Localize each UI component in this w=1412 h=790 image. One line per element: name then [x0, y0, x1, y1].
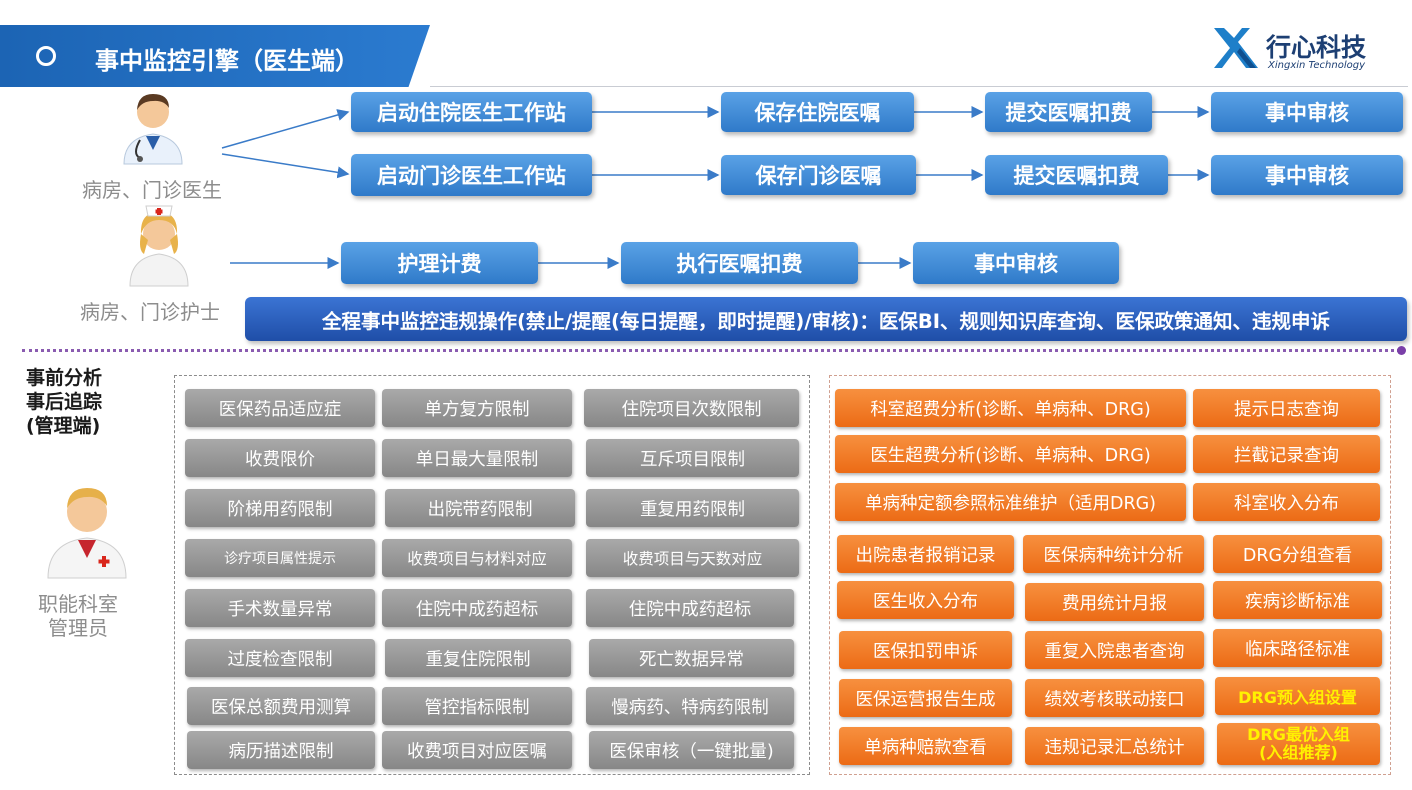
- title-banner-background: [0, 25, 430, 87]
- rule-box: 医保总额费用测算: [187, 687, 375, 725]
- analysis-box: 医保病种统计分析: [1023, 535, 1204, 573]
- section-label-line3: (管理端): [26, 415, 101, 437]
- section-label-line1: 事前分析: [26, 367, 103, 389]
- flow-audit-3: 事中审核: [913, 242, 1119, 284]
- section-label-line2: 事后追踪: [26, 391, 103, 413]
- section-label: 事前分析 事后追踪 (管理端): [26, 366, 102, 438]
- nurse-icon: [129, 205, 189, 287]
- circle-icon: [36, 46, 56, 66]
- analysis-box: 拦截记录查询: [1193, 435, 1380, 473]
- analysis-box: 科室收入分布: [1193, 483, 1380, 521]
- analysis-box: 医生超费分析(诊断、单病种、DRG): [835, 435, 1186, 473]
- company-logo: 行心科技 Xingxin Technology: [1210, 22, 1400, 77]
- analysis-box-highlight: DRG预入组设置: [1215, 677, 1380, 715]
- rule-box: 慢病药、特病药限制: [586, 687, 794, 725]
- analysis-box: 违规记录汇总统计: [1025, 727, 1204, 765]
- rule-box: 诊疗项目属性提示: [185, 539, 375, 577]
- title-rule: [430, 86, 1408, 87]
- analysis-box-highlight: DRG最优入组 (入组推荐): [1217, 723, 1380, 765]
- flow-audit-1: 事中审核: [1211, 92, 1403, 132]
- section-divider: [22, 349, 1400, 352]
- rule-box: 单日最大量限制: [382, 439, 572, 477]
- analysis-box: 单病种赔款查看: [839, 727, 1012, 765]
- admin-doctor-icon: [47, 488, 127, 579]
- flow-start-inpatient: 启动住院医生工作站: [351, 92, 592, 132]
- analysis-box: 医生收入分布: [837, 581, 1014, 619]
- rule-box: 过度检查限制: [185, 639, 375, 677]
- analysis-box: 疾病诊断标准: [1213, 581, 1382, 619]
- rule-box: 重复用药限制: [586, 489, 799, 527]
- monitoring-banner: 全程事中监控违规操作(禁止/提醒(每日提醒，即时提醒)/审核)：医保BI、规则知…: [245, 297, 1407, 341]
- arrow-doctor-row1: [221, 109, 350, 149]
- analysis-box: 费用统计月报: [1025, 583, 1204, 621]
- nurse-label: 病房、门诊护士: [80, 300, 220, 324]
- rule-box: 收费限价: [185, 439, 375, 477]
- flow-save-inpatient-order: 保存住院医嘱: [721, 92, 914, 132]
- rule-box: 住院中成药超标: [586, 589, 794, 627]
- flow-nursing-charge: 护理计费: [341, 242, 538, 284]
- rule-box: 互斥项目限制: [586, 439, 799, 477]
- analysis-box: 重复入院患者查询: [1025, 631, 1204, 669]
- page-title: 事中监控引擎（医生端）: [95, 47, 359, 75]
- rule-box: 住院项目次数限制: [584, 389, 799, 427]
- rules-panel: [174, 375, 810, 775]
- rule-box: 出院带药限制: [385, 489, 575, 527]
- xingxin-logo-icon: [1214, 28, 1258, 68]
- analysis-box: 医保扣罚申诉: [839, 631, 1012, 669]
- flow-submit-charge-2: 提交医嘱扣费: [985, 155, 1168, 195]
- analysis-box: 绩效考核联动接口: [1025, 679, 1204, 717]
- drg-optimal-line2: (入组推荐): [1259, 743, 1338, 762]
- analysis-box: 科室超费分析(诊断、单病种、DRG): [835, 389, 1186, 427]
- rule-box: 医保审核（一键批量): [589, 731, 794, 769]
- analysis-box: 单病种定额参照标准维护（适用DRG): [835, 483, 1186, 521]
- doctor-icon: [123, 94, 183, 165]
- divider-dot: [1397, 346, 1406, 355]
- analysis-box: 医保运营报告生成: [839, 679, 1012, 717]
- flow-submit-charge-1: 提交医嘱扣费: [985, 92, 1152, 132]
- analysis-box: 提示日志查询: [1193, 389, 1380, 427]
- rule-box: 阶梯用药限制: [185, 489, 375, 527]
- rule-box: 收费项目对应医嘱: [382, 731, 572, 769]
- rule-box: 医保药品适应症: [185, 389, 375, 427]
- analysis-box: DRG分组查看: [1213, 535, 1382, 573]
- flow-audit-2: 事中审核: [1211, 155, 1403, 195]
- rule-box: 住院中成药超标: [382, 589, 572, 627]
- rule-box: 重复住院限制: [385, 639, 571, 677]
- rule-box: 收费项目与天数对应: [586, 539, 799, 577]
- admin-label: 职能科室 管理员: [38, 592, 118, 640]
- rule-box: 病历描述限制: [187, 731, 375, 769]
- rule-box: 管控指标限制: [382, 687, 572, 725]
- drg-optimal-line1: DRG最优入组: [1247, 725, 1350, 744]
- doctor-label: 病房、门诊医生: [82, 178, 222, 202]
- rule-box: 死亡数据异常: [589, 639, 794, 677]
- analysis-box: 出院患者报销记录: [837, 535, 1014, 573]
- flow-execute-order-charge: 执行医嘱扣费: [621, 242, 858, 284]
- admin-label-line2: 管理员: [48, 616, 108, 640]
- logo-subtitle: Xingxin Technology: [1268, 60, 1366, 71]
- rule-box: 收费项目与材料对应: [382, 539, 572, 577]
- rule-box: 单方复方限制: [382, 389, 572, 427]
- rule-box: 手术数量异常: [185, 589, 375, 627]
- analysis-box: 临床路径标准: [1213, 629, 1382, 667]
- analysis-panel: [829, 375, 1391, 775]
- flow-start-outpatient: 启动门诊医生工作站: [351, 154, 592, 196]
- title-banner: 事中监控引擎（医生端）: [0, 25, 430, 87]
- flow-save-outpatient-order: 保存门诊医嘱: [721, 155, 916, 195]
- arrow-doctor-row2: [221, 153, 350, 179]
- admin-label-line1: 职能科室: [38, 592, 118, 616]
- logo-text: 行心科技: [1266, 33, 1367, 62]
